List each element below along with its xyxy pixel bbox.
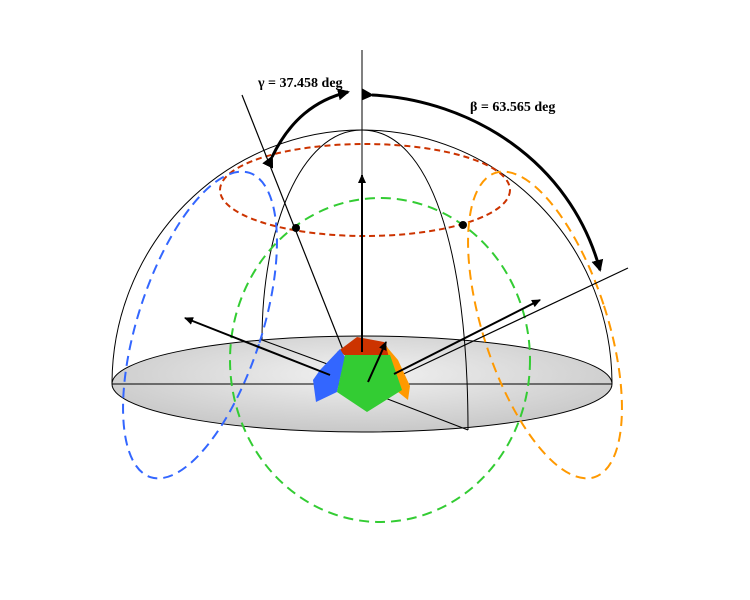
intersection-point-right bbox=[459, 221, 467, 229]
beta-axis-line bbox=[394, 267, 629, 379]
gamma-angle-arrow bbox=[262, 88, 350, 169]
red-dashed-circle bbox=[219, 143, 511, 237]
blue-dashed-circle bbox=[122, 170, 278, 480]
green-pentagon-face bbox=[337, 355, 402, 412]
beta-angle-arrow bbox=[361, 88, 604, 272]
meridian-base-line bbox=[384, 397, 469, 431]
meridian-base-line-left bbox=[261, 339, 331, 366]
gamma-label: γ = 37.458 deg bbox=[258, 76, 343, 91]
red-pentagon-face bbox=[337, 337, 392, 355]
blue-normal-arrow bbox=[184, 317, 331, 376]
green-normal-arrow bbox=[367, 341, 387, 383]
intersection-point-left bbox=[292, 224, 300, 232]
orange-dashed-circle bbox=[467, 170, 623, 480]
beta-label: β = 63.565 deg bbox=[470, 100, 556, 115]
green-dashed-circle bbox=[229, 197, 531, 523]
orange-normal-arrow bbox=[393, 299, 541, 375]
